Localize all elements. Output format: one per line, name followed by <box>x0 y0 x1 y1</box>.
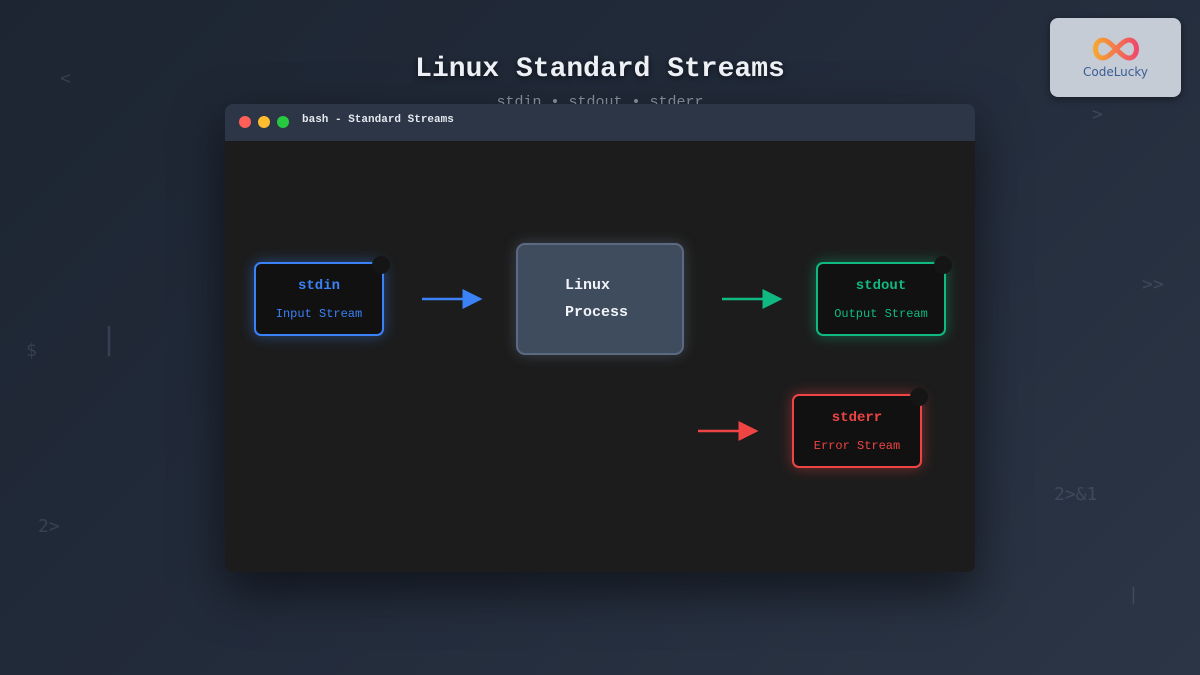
stderr-connector <box>910 388 928 406</box>
process-label-line2: Process <box>565 304 629 321</box>
process-label-line1: Linux <box>565 277 611 294</box>
stdin-box: stdin Input Stream <box>254 256 390 336</box>
stdout-box: stdout Output Stream <box>816 256 952 336</box>
minimize-window-button[interactable] <box>258 116 270 128</box>
bg-glyph-lt: < <box>60 68 71 89</box>
terminal-window: bash - Standard Streams stdin Input Stre… <box>225 104 975 572</box>
stdout-connector <box>934 256 952 274</box>
stdin-label: stdin <box>297 278 340 294</box>
bg-glyph-redirect-err: 2> <box>38 516 60 537</box>
close-window-button[interactable] <box>239 116 251 128</box>
stdout-description: Output Stream <box>834 307 928 321</box>
window-titlebar: bash - Standard Streams <box>225 104 975 141</box>
stream-arrows <box>422 289 783 441</box>
stderr-description: Error Stream <box>813 439 901 453</box>
stdin-connector <box>372 256 390 274</box>
bg-glyph-pipe: | <box>100 322 119 357</box>
bg-glyph-redirect-both: 2>&1 <box>1054 484 1098 505</box>
page-title: Linux Standard Streams <box>415 54 785 85</box>
stdin-description: Input Stream <box>275 307 363 321</box>
stderr-box: stderr Error Stream <box>792 388 928 468</box>
codelucky-logo[interactable]: CodeLucky <box>1050 18 1181 97</box>
linux-process-box: Linux Process <box>516 243 684 355</box>
logo-text: CodeLucky <box>1082 65 1149 79</box>
window-title: bash - Standard Streams <box>302 114 454 126</box>
bg-glyph-dollar: $ <box>26 340 37 361</box>
stderr-label: stderr <box>831 410 883 426</box>
bg-glyph-append: >> <box>1142 274 1164 295</box>
infinity-logo-icon <box>1093 37 1139 61</box>
stdout-label: stdout <box>855 278 907 294</box>
maximize-window-button[interactable] <box>277 116 289 128</box>
bg-glyph-pipe-2: | <box>1128 584 1139 605</box>
bg-glyph-gt: > <box>1092 104 1103 125</box>
